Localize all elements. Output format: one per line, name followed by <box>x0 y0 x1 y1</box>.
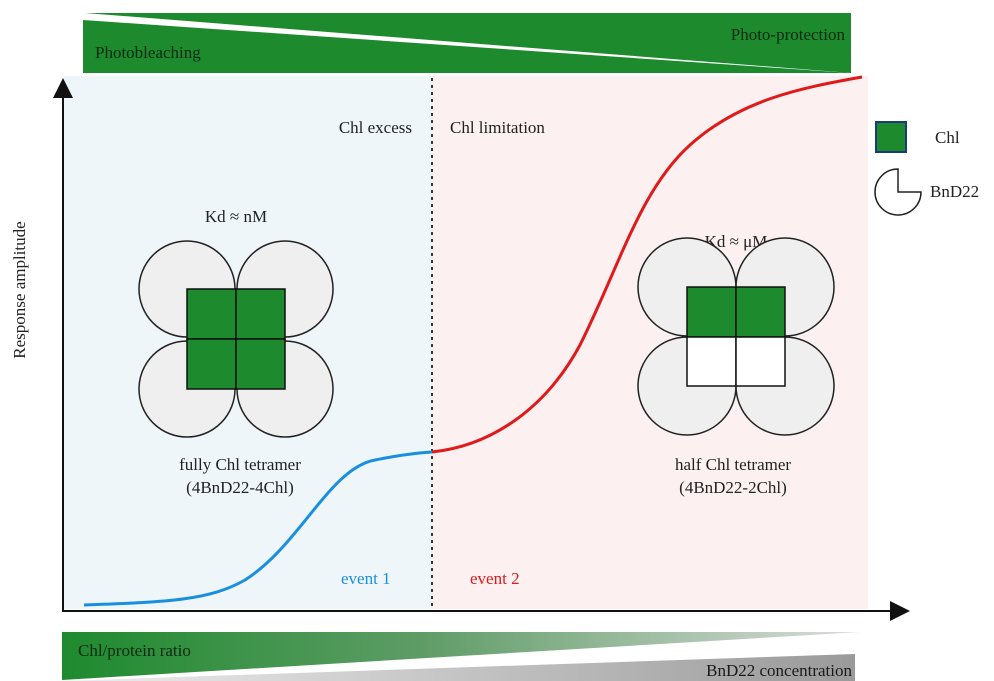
chl-square <box>186 288 237 340</box>
chl-square <box>686 286 737 338</box>
bnd22-legend-label: BnD22 <box>930 182 979 201</box>
chl-legend-label: Chl <box>935 128 960 147</box>
bnd22-legend-icon <box>874 168 922 216</box>
chl-legend-swatch <box>875 121 907 153</box>
left-caption-line2: (4BnD22-4Chl) <box>186 478 294 497</box>
chl-excess-label: Chl excess <box>339 118 412 137</box>
top-wedge-bar: Photobleaching Photo-protection <box>83 13 851 73</box>
chl-grid <box>686 286 786 387</box>
left-kd-label: Kd ≈ nM <box>205 207 267 226</box>
photobleaching-wedge <box>83 20 851 73</box>
chl-square <box>235 288 286 340</box>
chl-grid <box>186 288 286 390</box>
bottom-wedge-bar: Chl/protein ratio BnD22 concentration <box>62 632 860 681</box>
photoprotection-label: Photo-protection <box>731 25 846 44</box>
right-caption-line1: half Chl tetramer <box>675 455 791 474</box>
photoprotection-wedge <box>85 13 851 73</box>
event2-label: event 2 <box>470 569 520 588</box>
half-chl-tetramer: Kd ≈ μM half Chl tetramer (4BnD22-2Chl) <box>637 232 835 497</box>
photobleaching-label: Photobleaching <box>95 43 201 62</box>
empty-square <box>735 336 786 387</box>
full-chl-tetramer: Kd ≈ nM fully Chl tetramer (4BnD22-4Chl) <box>138 207 334 497</box>
legend: Chl BnD22 <box>874 121 979 216</box>
right-caption-line2: (4BnD22-2Chl) <box>679 478 787 497</box>
chl-square <box>235 338 286 390</box>
y-axis-label: Response amplitude <box>10 221 29 358</box>
event1-curve <box>83 450 433 607</box>
right-kd-label: Kd ≈ μM <box>705 232 768 251</box>
chl-square <box>186 338 237 390</box>
chl-square <box>735 286 786 338</box>
chl-limitation-label: Chl limitation <box>450 118 545 137</box>
bnd22-concentration-label: BnD22 concentration <box>706 661 852 680</box>
chl-protein-ratio-wedge <box>62 632 860 680</box>
bnd22-concentration-wedge <box>62 654 855 681</box>
event2-curve <box>431 75 863 454</box>
left-caption-line1: fully Chl tetramer <box>179 455 301 474</box>
empty-square <box>686 336 737 387</box>
chl-protein-ratio-label: Chl/protein ratio <box>78 641 191 660</box>
event1-label: event 1 <box>341 569 391 588</box>
